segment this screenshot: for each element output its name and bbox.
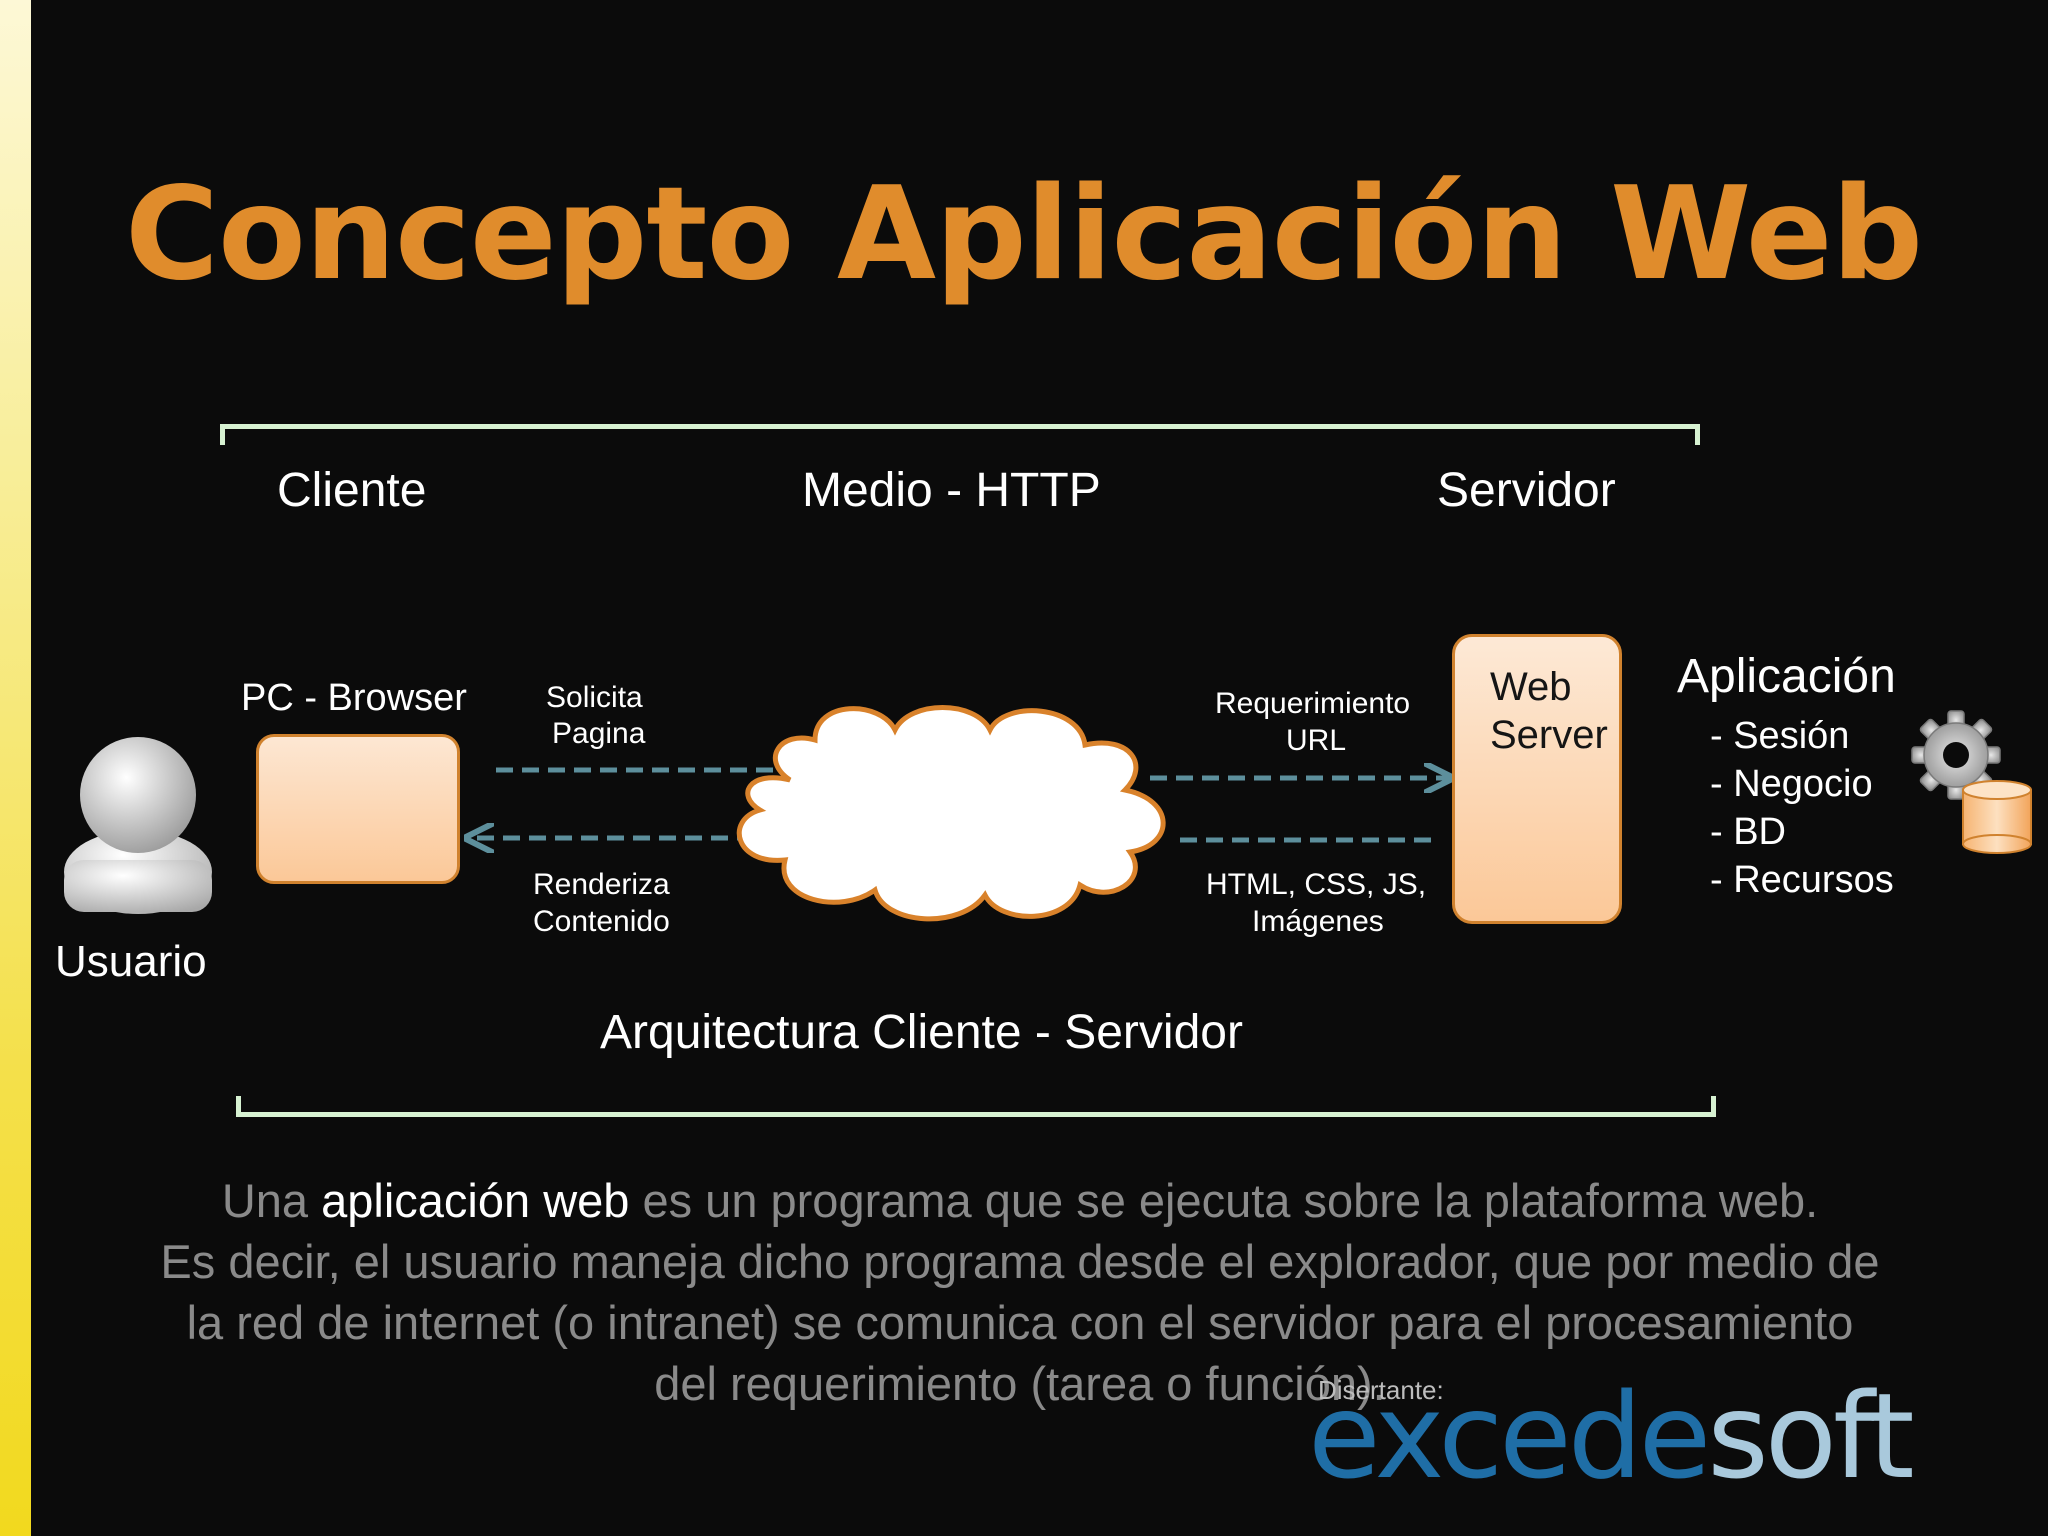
description-line-1: Una aplicación web es un programa que se… [40,1170,2000,1231]
description-line-4: del requerimiento (tarea o función). [654,1357,1386,1410]
top-bracket [220,424,1700,445]
request-arrows [470,770,1448,840]
section-servidor: Servidor [1437,464,1616,517]
aplicacion-item-bd: - BD [1710,811,1786,853]
usuario-label: Usuario [55,937,207,986]
pc-browser-box [256,734,460,884]
aplicacion-item-negocio: - Negocio [1710,763,1873,805]
description-line-1-post: es un programa que se ejecuta sobre la p… [629,1174,1819,1227]
web-server-label-1: Web [1490,665,1572,709]
logo-part-soft: soft [1707,1367,1914,1505]
gear-icon [1911,710,2001,800]
pc-browser-label: PC - Browser [241,677,467,719]
description-line-1-pre: Una [221,1174,322,1227]
web-server-label-2: Server [1490,713,1608,757]
excedesoft-logo: excedesoft [1308,1366,1915,1506]
side-accent-bar [0,0,31,1536]
arquitectura-label: Arquitectura Cliente - Servidor [600,1006,1243,1059]
slide-title: Concepto Aplicación Web [125,160,1923,309]
url-label: URL [1286,724,1347,757]
pagina-label: Pagina [552,717,646,750]
logo-part-excede: excede [1308,1367,1711,1505]
section-cliente: Cliente [277,464,427,517]
requerimiento-label: Requerimiento [1215,687,1411,720]
aplicacion-item-sesion: - Sesión [1710,715,1850,757]
disertante-label: Disertante: [1318,1375,1444,1405]
renderiza-label: Renderiza [533,868,670,901]
cloud-icon [736,705,1166,922]
solicita-label: Solicita [546,681,643,714]
description-highlight: aplicación web [321,1174,630,1227]
aplicacion-item-recursos: - Recursos [1710,859,1894,901]
bottom-bracket [236,1096,1716,1117]
description-text: Una aplicación web es un programa que se… [40,1170,2000,1414]
internet-label: Internet [857,788,1007,837]
response-formats-label: HTML, CSS, JS, [1206,868,1427,901]
imagenes-label: Imágenes [1252,905,1384,938]
description-line-3: la red de internet (o intranet) se comun… [186,1296,1854,1349]
aplicacion-list: - Sesión - Negocio - BD - Recursos [1710,712,1894,904]
user-icon [64,737,212,914]
aplicacion-title: Aplicación [1677,650,1896,703]
description-line-2: Es decir, el usuario maneja dicho progra… [160,1235,1880,1288]
section-medio: Medio - HTTP [802,464,1101,517]
contenido-label: Contenido [533,905,670,938]
database-icon [1962,780,2032,854]
web-server-box: Web Server [1452,634,1622,924]
